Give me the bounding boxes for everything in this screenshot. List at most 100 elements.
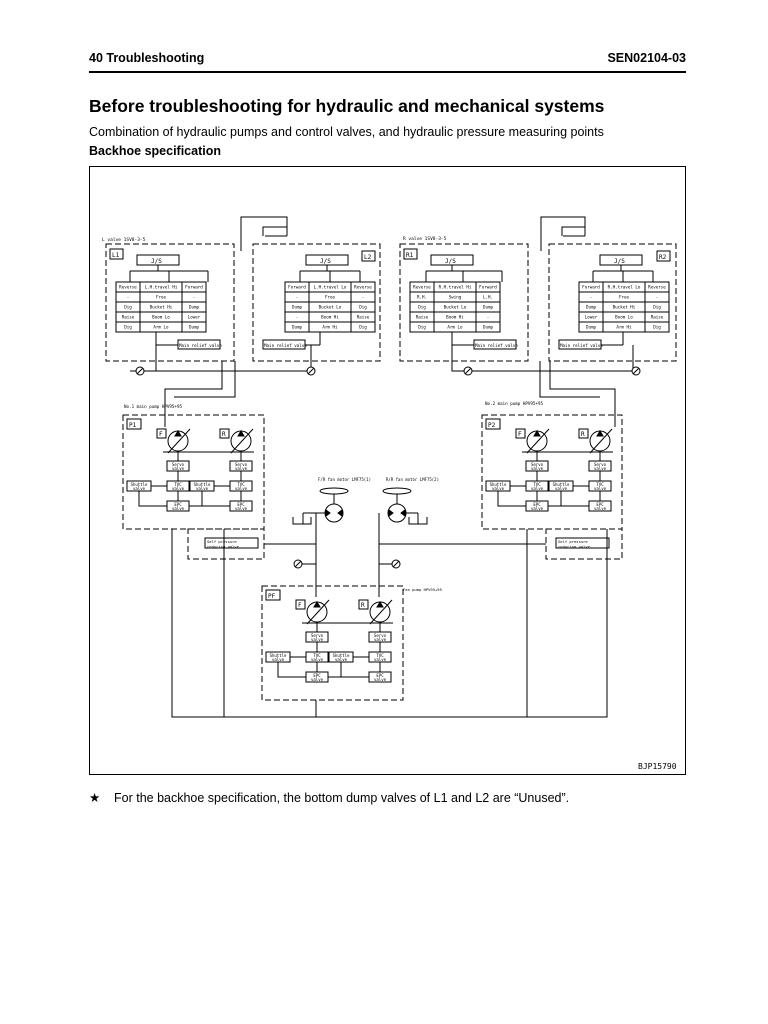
table-cell-text: Lower [585, 315, 598, 320]
figure-code: BJP15790 [638, 762, 677, 771]
shuttle-valve-text: Shuttle [490, 482, 507, 487]
hydraulic-diagram: L valve 1SV8-3-5 R valve 1SV8-3-5 L1 L2 … [89, 166, 686, 775]
table-cell-text: - [296, 295, 299, 300]
pressure-point-3 [463, 366, 473, 376]
table-cell-text: Dig [124, 325, 132, 330]
epc-valve-text: valve [531, 506, 544, 511]
shuttle-valve-text: Shuttle [333, 653, 350, 658]
table-cell-text: Bucket Hi [613, 305, 636, 310]
right-valve-label: R valve 1SV8-3-5 [403, 236, 447, 242]
pressure-point-fan-right [391, 559, 401, 569]
pump-flow-arrow [533, 430, 541, 437]
pump-group-label: P2 [488, 422, 496, 429]
table-cell-text: - [296, 315, 299, 320]
rear-fan-label: R/R fan motor LMF75(2) [386, 477, 439, 482]
epc-valve-text: EPC [533, 502, 541, 507]
js-R2: J/S [614, 258, 625, 265]
valve-L2-box [252, 243, 381, 362]
shuttle-valve-text: Shuttle [270, 653, 287, 658]
relief-R1: Main relief valve [475, 343, 518, 348]
epc-valve-text: valve [374, 677, 387, 682]
rear-fan-motor [382, 487, 412, 523]
table-cell-text: - [362, 295, 365, 300]
relief-L2: Main relief valve [264, 343, 307, 348]
pump-flow-arrow [596, 430, 604, 437]
front-pump-tag: F [298, 602, 302, 609]
table-cell-text: Dig [418, 325, 426, 330]
table-cell-text: Boom Hi [321, 315, 339, 320]
epc-valve-text: EPC [596, 502, 604, 507]
tvc-valve-text: valve [594, 486, 607, 491]
pump-variable-arrow [230, 428, 254, 454]
table-cell-text: Raise [122, 315, 135, 320]
shuttle-valve-text: Shuttle [194, 482, 211, 487]
header-doc-code: SEN02104-03 [607, 51, 686, 65]
rear-pump-tag: R [581, 431, 585, 438]
table-cell-text: Boom Lo [615, 315, 633, 320]
header-rule [89, 71, 686, 73]
tvc-valve-text: TVC [174, 482, 182, 487]
front-fan-label: F/R fan motor LMF75(1) [318, 477, 371, 482]
table-cell-text: Reverse [119, 285, 137, 290]
table-cell-text: - [193, 295, 196, 300]
footnote: ★ For the backhoe specification, the bott… [89, 790, 569, 805]
js-R1: J/S [445, 258, 456, 265]
servo-valve-text: Servo [374, 633, 387, 638]
table-cell-text: Dump [189, 305, 200, 310]
pump-variable-arrow [526, 428, 550, 454]
footnote-text: For the backhoe specification, the botto… [114, 791, 570, 805]
table-cell-text: Reverse [648, 285, 666, 290]
table-cell-text: - [656, 295, 659, 300]
shuttle-valve-text: valve [335, 657, 348, 662]
servo-valve-text: Servo [235, 462, 248, 467]
pump-variable-arrow [369, 599, 393, 625]
front-fan-motor [319, 487, 349, 523]
table-cell-text: L.H.travel Lo [314, 285, 347, 290]
front-pump-tag: F [159, 431, 163, 438]
page-subtitle: Combination of hydraulic pumps and contr… [89, 125, 604, 139]
table-cell [475, 321, 501, 333]
servo-valve-text: valve [235, 466, 248, 471]
table-cell-text: Bucket Lo [319, 305, 342, 310]
table-cell-text: Reverse [413, 285, 431, 290]
table-cell-text: Dump [586, 305, 597, 310]
star-icon: ★ [89, 791, 101, 805]
valve-L1-box [105, 243, 235, 362]
epc-valve-text: EPC [376, 673, 384, 678]
pressure-point-4 [631, 366, 641, 376]
epc-valve-text: EPC [237, 502, 245, 507]
table-cell-text: Dump [483, 325, 494, 330]
js-L2: J/S [320, 258, 331, 265]
valve-R2-box [548, 243, 677, 362]
pump-flow-arrow [376, 601, 384, 608]
no1-pump-label: No.1 main pump HPV95+95 [124, 404, 182, 409]
table-cell-text: Boom Lo [152, 315, 170, 320]
rear-pump-tag: R [361, 602, 365, 609]
page-title: Before troubleshooting for hydraulic and… [89, 96, 605, 116]
table-cell-text: Lower [188, 315, 201, 320]
table-cell-text: Reverse [354, 285, 372, 290]
table-cell-text: Dig [124, 305, 132, 310]
epc-valve-text: valve [172, 506, 185, 511]
table-cell-text: Dump [189, 325, 200, 330]
shuttle-valve-text: valve [492, 486, 505, 491]
shuttle-valve-text: valve [272, 657, 285, 662]
table-cell-text: L.H. [483, 295, 493, 300]
tvc-valve-text: TVC [237, 482, 245, 487]
self-pressure-left-line2: reducing valve [207, 544, 240, 549]
relief-L1: Main relief valve [179, 343, 222, 348]
table-cell [644, 321, 670, 333]
table-cell-text: Dump [292, 325, 303, 330]
table-cell [181, 321, 207, 333]
table-cell [350, 321, 376, 333]
no2-pump-label: No.2 main pump HPV95+95 [485, 401, 543, 406]
js-L1: J/S [151, 258, 162, 265]
table-cell-text: L.H.travel Hi [145, 285, 178, 290]
pump-flow-arrow [174, 430, 182, 437]
table-cell-text: Bucket Hi [150, 305, 173, 310]
shuttle-valve-text: valve [133, 486, 146, 491]
tvc-valve-text: valve [311, 657, 324, 662]
